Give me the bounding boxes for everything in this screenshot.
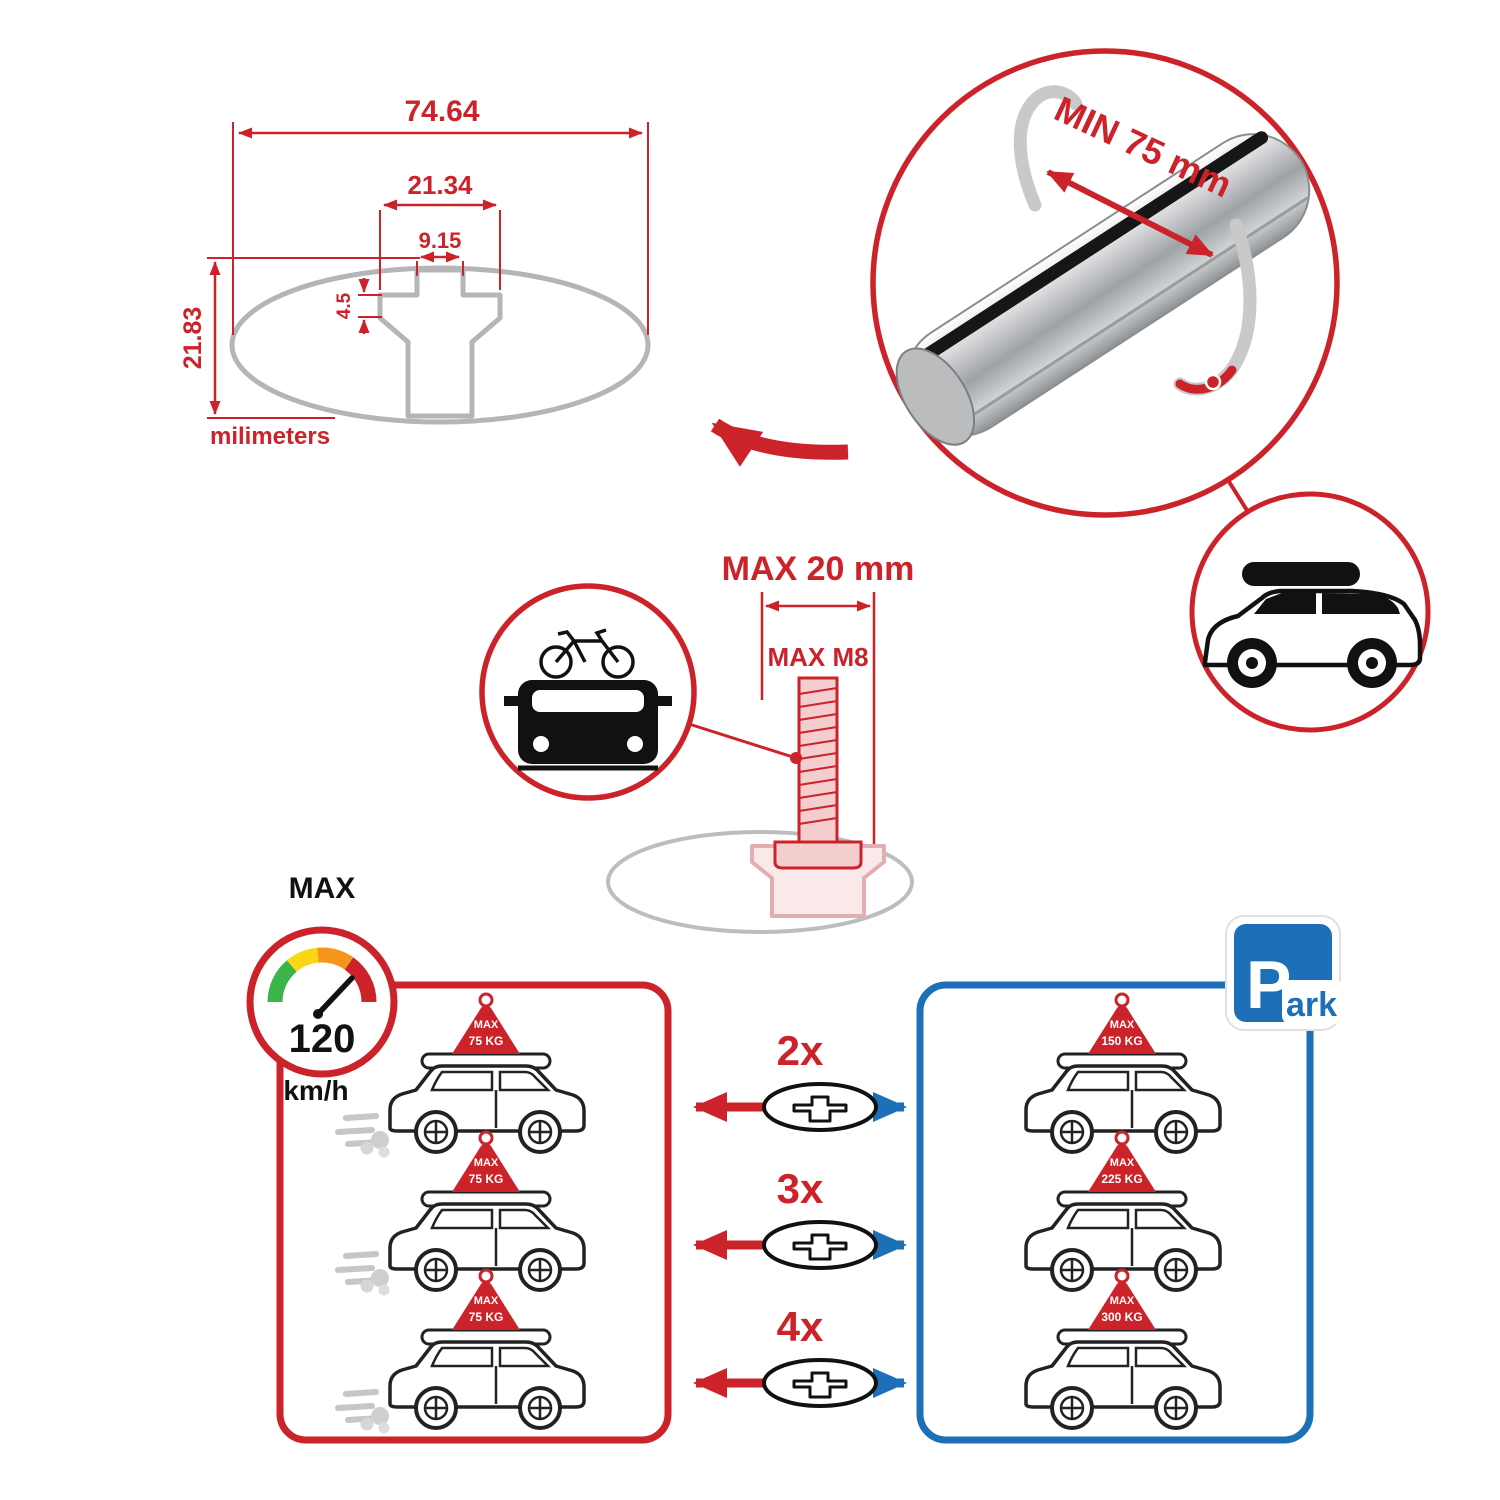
parking-sign-p: P <box>1246 947 1291 1023</box>
circle-connector-line <box>1226 478 1250 514</box>
left-clamp-strap-icon <box>1013 85 1083 212</box>
badge-title: MAX <box>474 1295 499 1307</box>
crossbar-end-icon <box>762 1358 878 1408</box>
count-label: 4x <box>777 1303 824 1350</box>
count-row: 2x <box>693 1027 907 1132</box>
units-label: milimeters <box>210 423 330 450</box>
roof-load-badge: MAX 225 KG <box>1086 1130 1158 1194</box>
badge-weight: 75 KG <box>469 1172 504 1186</box>
badge-title: MAX <box>1110 1157 1135 1169</box>
badge-weight: 225 KG <box>1101 1172 1142 1186</box>
crossbar-end-icon <box>762 1220 878 1270</box>
roof-load-badge: MAX 75 KG <box>450 1130 522 1194</box>
suv-with-roofbox-icon <box>1202 562 1423 688</box>
crossbar-detail-circle: MIN 75 mm <box>870 48 1340 518</box>
dim-lip-height-label: 4.5 <box>334 292 355 319</box>
gauge-needle-icon <box>315 975 355 1017</box>
gauge-unit: km/h <box>283 1075 348 1106</box>
car-front-icon <box>504 680 672 771</box>
dim-slot-width-label: 9.15 <box>419 228 462 253</box>
crossbar-cross-section-diagram: 74.64 21.34 9.15 4.5 21.83 milimeters <box>179 95 651 450</box>
badge-weight: 300 KG <box>1101 1310 1142 1324</box>
dimension-lines <box>209 127 643 415</box>
bike-on-roof-icon <box>539 628 635 679</box>
speed-limit-gauge: MAX 120 km/h <box>246 872 398 1106</box>
roof-load-badge: MAX 75 KG <box>450 1268 522 1332</box>
bolt-leader-dot <box>790 752 802 764</box>
t-slot-profile <box>377 267 503 419</box>
t-bolt-icon <box>773 676 863 870</box>
clamp-bolt-dot <box>1204 373 1222 391</box>
roof-load-badge: MAX 150 KG <box>1086 992 1158 1056</box>
detail-to-section-arrow <box>710 418 849 467</box>
badge-weight: 75 KG <box>469 1310 504 1324</box>
count-row: 4x <box>693 1303 907 1408</box>
badge-title: MAX <box>474 1157 499 1169</box>
parked-cars: MAX 150 KG MAX 225 KG MAX 300 KG <box>1024 992 1222 1430</box>
gauge-needle-pivot <box>313 1009 323 1019</box>
badge-weight: 150 KG <box>1101 1034 1142 1048</box>
parking-sign: P ark <box>1225 915 1344 1031</box>
roof-load-badge: MAX 300 KG <box>1086 1268 1158 1332</box>
clamp-bolt-highlight <box>1175 365 1237 394</box>
count-label: 2x <box>777 1027 824 1074</box>
badge-title: MAX <box>474 1019 499 1031</box>
parking-sign-ark: ark <box>1286 986 1337 1024</box>
dim-total-height-label: 21.83 <box>179 307 207 370</box>
min-span-arrow <box>1046 169 1214 258</box>
count-label: 3x <box>777 1165 824 1212</box>
crossbar-count-rows: 2x 3x 4x <box>693 1027 907 1408</box>
count-row: 3x <box>693 1165 907 1270</box>
ghost-bar-ellipse <box>606 830 914 934</box>
badge-weight: 75 KG <box>469 1034 504 1048</box>
gauge-arcs-icon <box>267 947 377 1003</box>
dim-channel-width-label: 21.34 <box>407 170 473 200</box>
max-thread-label: MAX M8 <box>767 642 868 672</box>
dim-total-width-label: 74.64 <box>404 95 479 128</box>
bolt-spec-diagram: MAX 20 mm MAX M8 <box>606 550 915 934</box>
gauge-value: 120 <box>289 1017 356 1061</box>
badge-title: MAX <box>1110 1295 1135 1307</box>
gauge-max-label: MAX <box>289 872 356 905</box>
dimension-extension-lines <box>207 122 649 419</box>
crossbar-end-icon <box>762 1082 878 1132</box>
driving-cars: MAX 75 KG MAX 75 KG MAX 75 KG <box>338 992 586 1434</box>
roofbox-car-circle <box>1189 491 1431 733</box>
badge-title: MAX <box>1110 1019 1135 1031</box>
bolt-dimension-lines <box>760 592 876 845</box>
bike-car-circle <box>479 583 697 801</box>
max-width-label: MAX 20 mm <box>722 550 915 588</box>
roof-load-badge: MAX 75 KG <box>450 992 522 1056</box>
bolt-leader-line <box>688 722 797 760</box>
